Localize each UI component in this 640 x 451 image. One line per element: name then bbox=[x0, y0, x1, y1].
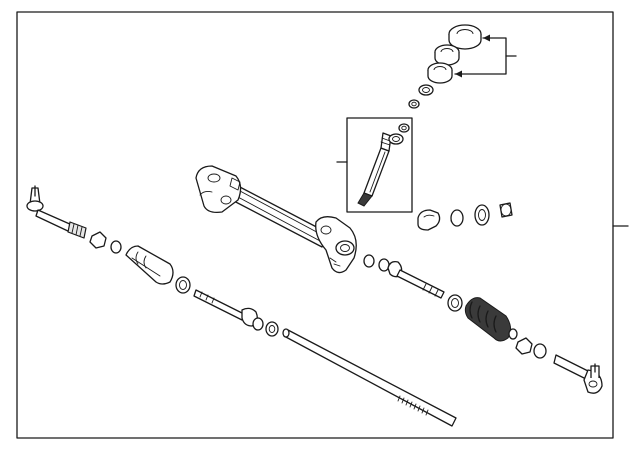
pinion-inset-box bbox=[346, 117, 413, 213]
left-tie-rod-end bbox=[26, 185, 87, 239]
snap-ring bbox=[418, 84, 434, 96]
rack-guide-spring-cap bbox=[417, 209, 441, 231]
right-rack-boot bbox=[464, 297, 512, 342]
guide-seal-ring bbox=[474, 204, 490, 226]
right-tie-rod-end bbox=[553, 354, 603, 394]
pinion-bearing bbox=[388, 133, 404, 145]
guide-cap bbox=[499, 202, 513, 218]
right-inner-tie-rod bbox=[387, 260, 445, 299]
steering-rack bbox=[282, 328, 457, 427]
pinion-ring-small bbox=[398, 123, 410, 133]
steering-gear-housing bbox=[195, 165, 357, 274]
left-inner-ring bbox=[265, 321, 279, 337]
right-housing-washer bbox=[363, 254, 375, 268]
left-rack-boot bbox=[125, 245, 174, 285]
rack-guide bbox=[450, 209, 464, 227]
seal-bracket-callout bbox=[454, 34, 517, 78]
left-boot-clamp-small bbox=[110, 240, 122, 254]
left-inner-tie-rod bbox=[193, 289, 258, 327]
bearing-upper bbox=[434, 44, 460, 66]
diagram-border bbox=[16, 11, 614, 439]
small-washer bbox=[408, 99, 420, 109]
right-boot-clamp bbox=[447, 294, 463, 312]
right-lock-washer bbox=[378, 258, 390, 272]
right-boot-clamp-small bbox=[508, 328, 518, 340]
pinion-shaft bbox=[357, 132, 392, 207]
bearing-lower bbox=[427, 62, 453, 84]
left-jam-nut bbox=[89, 231, 107, 249]
right-jam-nut bbox=[515, 337, 533, 355]
upper-seal-ring bbox=[448, 24, 482, 50]
right-ring bbox=[533, 343, 547, 359]
left-lock-washer bbox=[252, 317, 264, 331]
left-boot-clamp bbox=[175, 276, 191, 294]
